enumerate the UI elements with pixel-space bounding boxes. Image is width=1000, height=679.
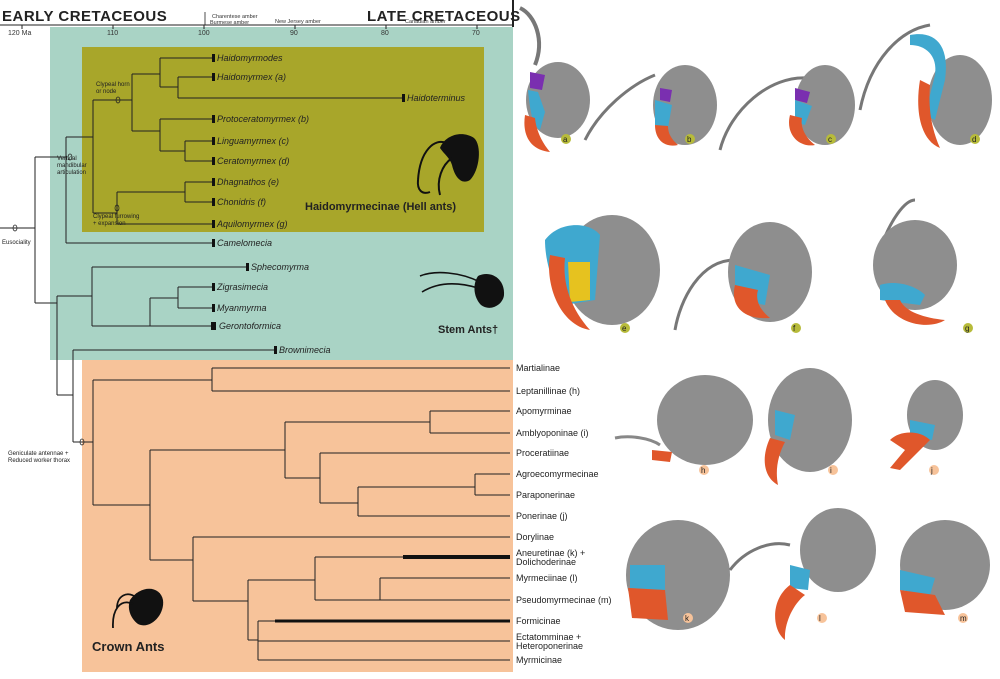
- taxon-dorylinae: Dorylinae: [516, 532, 554, 542]
- taxon-zigrasimecia: Zigrasimecia: [216, 282, 268, 292]
- head-m: m: [900, 520, 990, 623]
- taxon-myrmicinae: Myrmicinae: [516, 655, 562, 665]
- amber-new-jersey: New Jersey amber: [275, 19, 321, 25]
- head-h: h: [614, 375, 753, 475]
- head-b-label: b: [687, 135, 692, 144]
- head-h-label: h: [701, 466, 705, 475]
- tick-100: 100: [198, 30, 210, 37]
- tick-80: 80: [381, 30, 389, 37]
- head-j-label: j: [930, 466, 933, 475]
- taxon-paraponerinae: Paraponerinae: [516, 490, 575, 500]
- head-e: e: [545, 215, 660, 333]
- head-e-label: e: [622, 324, 627, 333]
- taxon-dhagnathos: Dhagnathos (e): [217, 177, 279, 187]
- taxon-ceratomyrmex: Ceratomyrmex (d): [217, 156, 290, 166]
- head-g-label: g: [965, 324, 969, 333]
- hell-ant-taxa: Haidomyrmodes Haidomyrmex (a) Haidotermi…: [216, 53, 466, 229]
- head-d: d: [858, 23, 992, 148]
- stem-ants-label: Stem Ants†: [438, 324, 498, 336]
- taxon-proceratiinae: Proceratiinae: [516, 448, 569, 458]
- taxon-haidomyrmex: Haidomyrmex (a): [217, 72, 286, 82]
- node-clypeal-furrow-2: + expansion: [93, 221, 126, 227]
- amber-burmese: Burmese amber: [210, 20, 249, 26]
- crown-ant-silhouette-icon: [112, 588, 164, 629]
- head-j: j: [890, 380, 963, 475]
- head-f: f: [673, 222, 812, 333]
- node-clypeal-furrow: Clypeal furrowing: [93, 214, 139, 220]
- tick-70: 70: [472, 30, 480, 37]
- node-labels: Clypeal horn or node Vertical mandibular…: [2, 82, 139, 464]
- crown-ants-label: Crown Ants: [92, 639, 164, 654]
- head-k-label: k: [685, 614, 690, 623]
- taxon-sphecomyrma: Sphecomyrma: [251, 262, 309, 272]
- node-vertical-3: articulation: [57, 170, 86, 176]
- taxon-formicinae: Formicinae: [516, 616, 561, 626]
- taxon-amblyoponinae: Amblyoponinae (i): [516, 428, 589, 438]
- taxon-camelomecia: Camelomecia: [217, 238, 272, 248]
- head-g: g: [873, 198, 973, 333]
- taxon-ectatomminae: Ectatomminae +: [516, 632, 581, 642]
- head-c-label: c: [828, 135, 832, 144]
- hell-ants-label: Haidomyrmecinae (Hell ants): [305, 201, 456, 213]
- amber-canadian: Canadian amber: [405, 19, 446, 25]
- timescale: EARLY CRETACEOUS LATE CRETACEOUS 120 Ma …: [0, 0, 521, 37]
- node-clypeal-horn-2: or node: [96, 89, 117, 95]
- head-c: c: [718, 65, 855, 151]
- taxon-agroecomyrmecinae: Agroecomyrmecinae: [516, 469, 599, 479]
- taxon-haidomyrmodes: Haidomyrmodes: [217, 53, 283, 63]
- taxon-myrmeciinae: Myrmeciinae (l): [516, 573, 578, 583]
- head-b: b: [583, 65, 717, 146]
- late-cretaceous-label: LATE CRETACEOUS: [367, 8, 521, 25]
- head-a-label: a: [563, 135, 568, 144]
- amber-charentese: Charentese amber: [212, 14, 258, 20]
- head-m-label: m: [960, 614, 967, 623]
- taxon-pseudomyrmecinae: Pseudomyrmecinae (m): [516, 595, 612, 605]
- taxon-myanmyrma: Myanmyrma: [217, 303, 267, 313]
- node-eusociality: Eusociality: [2, 240, 31, 246]
- taxon-martialinae: Martialinae: [516, 363, 560, 373]
- crown-ant-taxa: Martialinae Leptanillinae (h) Apomyrmina…: [516, 363, 612, 665]
- tick-110: 110: [107, 30, 118, 37]
- head-a: a: [518, 6, 590, 152]
- head-k: k: [626, 520, 730, 630]
- taxon-leptanillinae: Leptanillinae (h): [516, 386, 580, 396]
- taxon-ponerinae: Ponerinae (j): [516, 511, 568, 521]
- taxon-aquilomyrmex: Aquilomyrmex (g): [216, 219, 288, 229]
- head-i: i: [764, 368, 852, 485]
- taxon-chonidris: Chonidris (f): [217, 197, 266, 207]
- node-vertical-2: mandibular: [57, 163, 87, 169]
- early-cretaceous-label: EARLY CRETACEOUS: [2, 8, 167, 25]
- node-geniculate-2: Reduced worker thorax: [8, 458, 70, 464]
- head-i-label: i: [830, 466, 832, 475]
- taxon-apomyrminae: Apomyrminae: [516, 406, 572, 416]
- head-d-label: d: [972, 135, 976, 144]
- node-clypeal-horn: Clypeal horn: [96, 82, 130, 88]
- taxon-linguamyrmex: Linguamyrmex (c): [217, 136, 289, 146]
- taxon-gerontoformica: Gerontoformica: [219, 321, 281, 331]
- stem-ant-silhouette-icon: [419, 271, 505, 308]
- hell-ants-box: [82, 47, 484, 232]
- taxon-aneuretinae: Aneuretinae (k) +: [516, 548, 585, 558]
- taxon-dolichoderinae: Dolichoderinae: [516, 557, 576, 567]
- phylogenetic-tree: [0, 54, 510, 661]
- taxon-heteroponerinae: Heteroponerinae: [516, 641, 583, 651]
- taxon-protoceratomyrmex: Protoceratomyrmex (b): [217, 114, 309, 124]
- tick-90: 90: [290, 30, 298, 37]
- head-l-label: l: [819, 614, 821, 623]
- head-l: l: [728, 508, 876, 640]
- head-renderings: a b c d: [518, 6, 992, 640]
- node-vertical: Vertical: [57, 156, 77, 162]
- stem-ant-taxa: Camelomecia Sphecomyrma Zigrasimecia Mya…: [216, 238, 331, 355]
- taxon-haidoterminus: Haidoterminus: [407, 93, 466, 103]
- hell-ant-silhouette-icon: [416, 134, 479, 196]
- taxon-brownimecia: Brownimecia: [279, 345, 331, 355]
- node-geniculate: Geniculate antennae +: [8, 451, 69, 457]
- head-f-label: f: [793, 324, 796, 333]
- tick-120: 120 Ma: [8, 30, 31, 37]
